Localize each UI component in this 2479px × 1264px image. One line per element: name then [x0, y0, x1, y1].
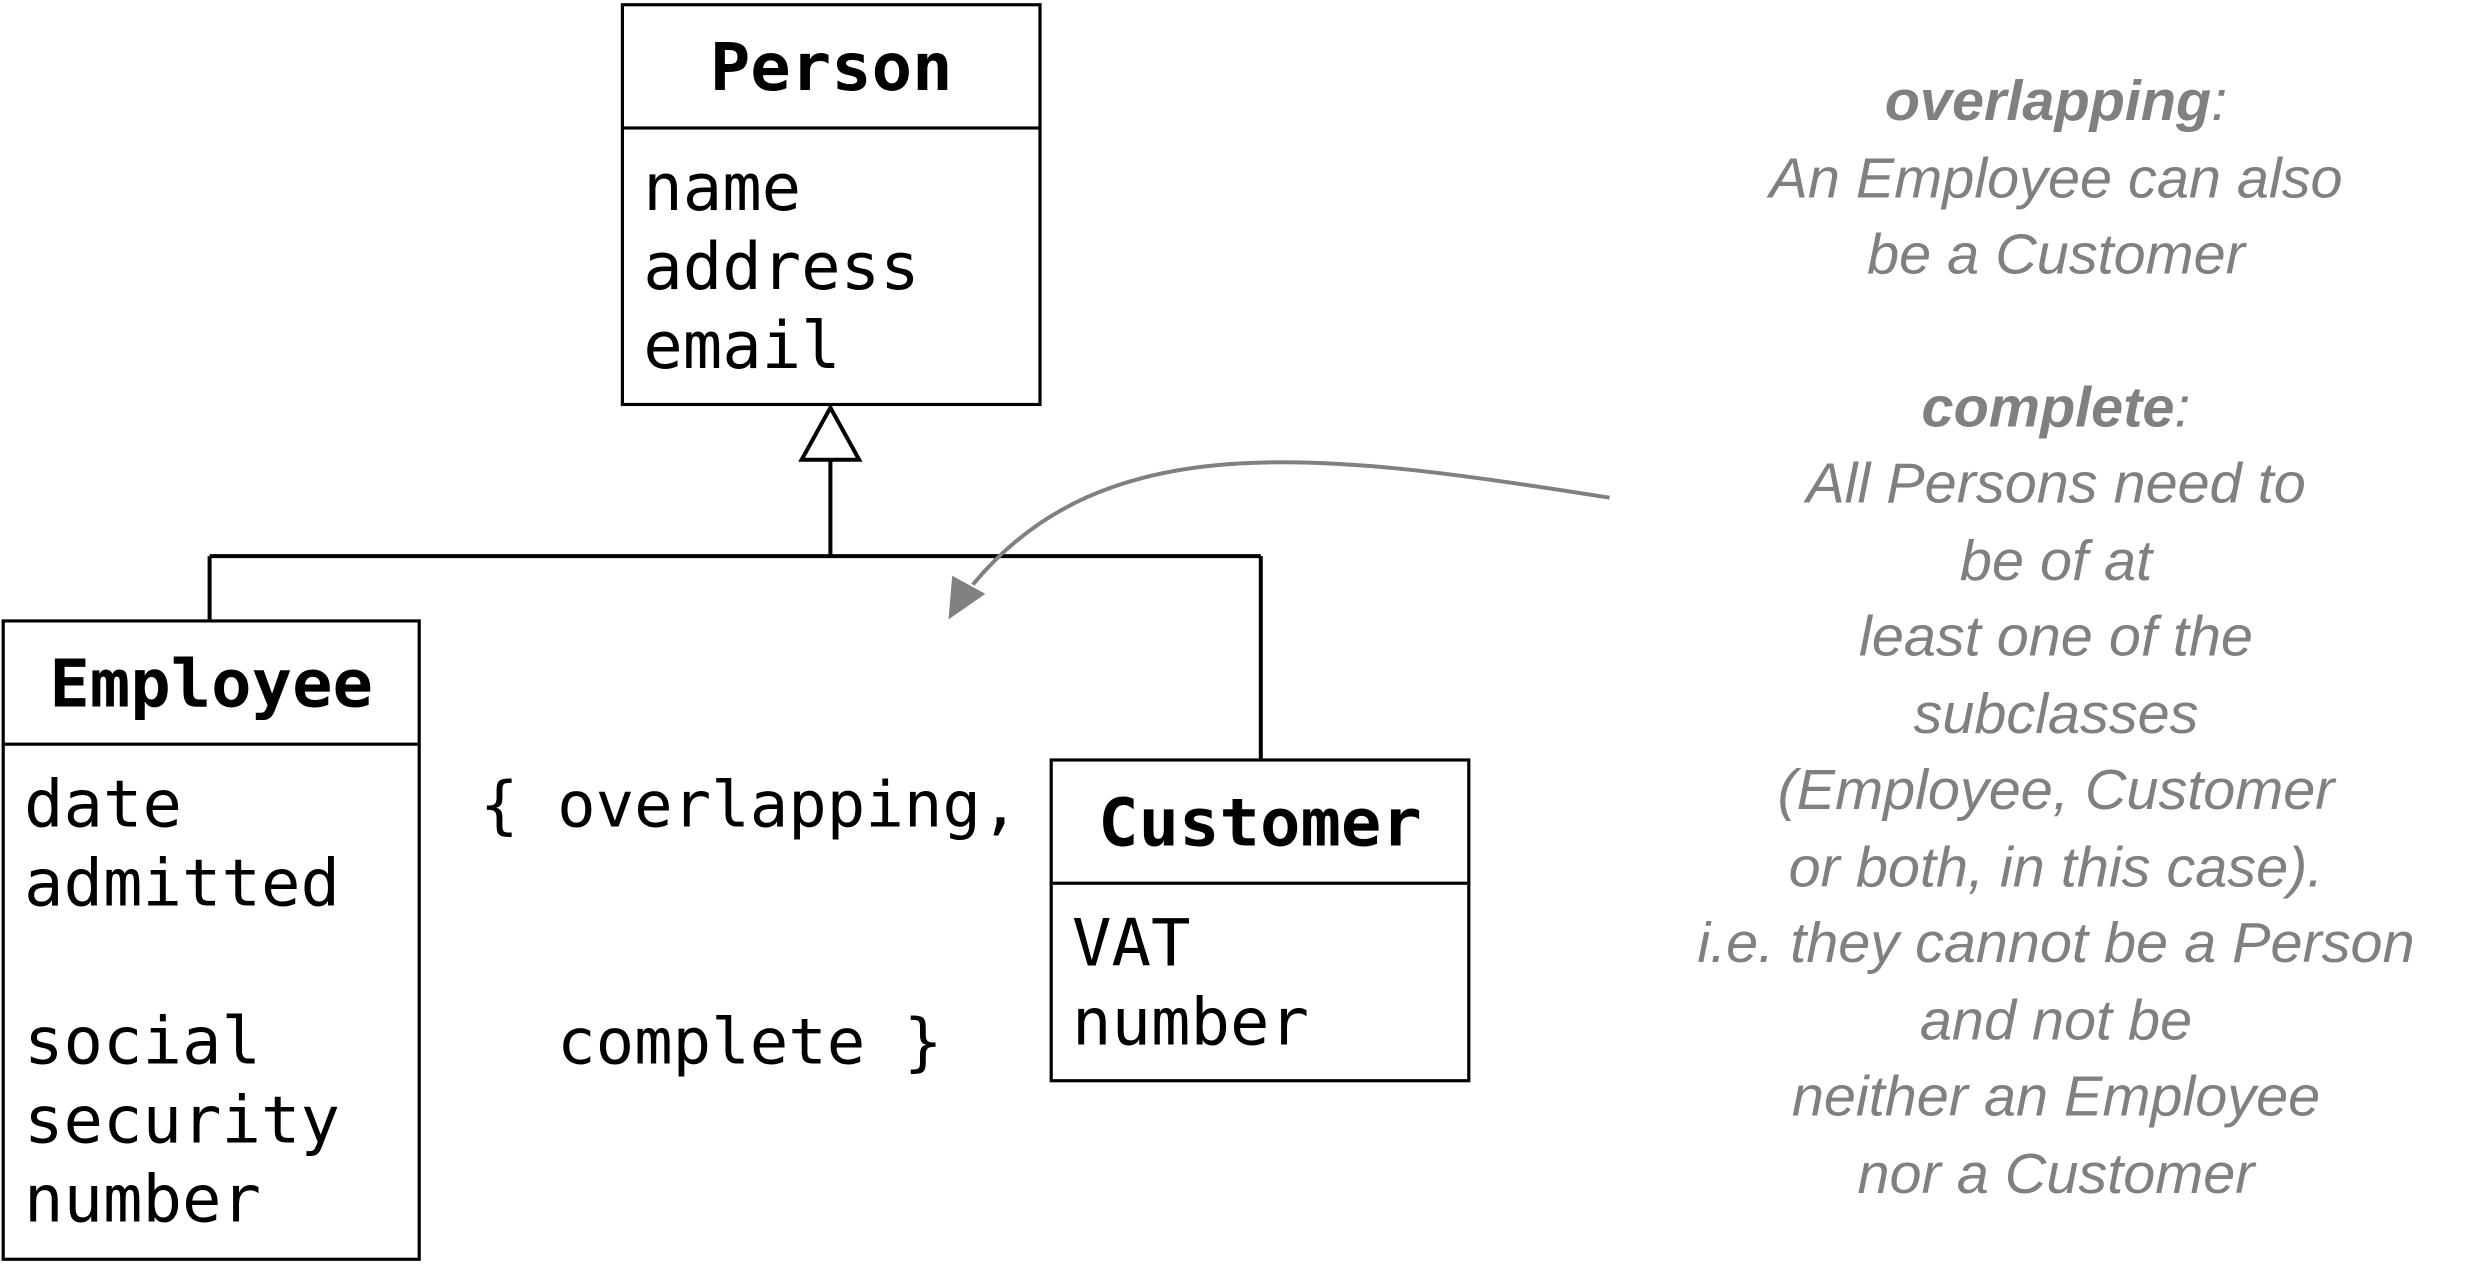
person-attribute: email: [643, 308, 841, 384]
note-line: or both, in this case).: [1788, 833, 2324, 899]
customer-class-name: Customer: [1052, 762, 1468, 885]
note-line: nor a Customer: [1857, 1139, 2255, 1205]
note-spacer: [1632, 293, 2479, 369]
person-attributes: name address email: [624, 130, 1038, 386]
inheritance-triangle: [798, 403, 863, 462]
complete-term: complete: [1921, 373, 2175, 439]
customer-attribute: number: [1072, 984, 1309, 1061]
employee-attribute-spacer: ​: [24, 923, 398, 1002]
customer-attribute: VAT: [1072, 905, 1191, 982]
employee-attribute: admitted: [24, 845, 340, 922]
note-line: i.e. they cannot be a Person: [1697, 910, 2415, 975]
generalization-line: [207, 459, 1263, 760]
person-class-name: Person: [624, 6, 1039, 130]
note-line: All Persons need to: [1806, 450, 2306, 516]
employee-attribute: security: [24, 1082, 340, 1159]
note-line: and not be: [1919, 986, 2193, 1052]
annotation-notes: overlapping: An Employee can also be a C…: [1632, 63, 2479, 1212]
employee-attribute: social: [24, 1003, 261, 1080]
note-line: subclasses: [1913, 680, 2199, 745]
note-line: be a Customer: [1867, 221, 2245, 286]
employee-attributes: date admitted ​ social security number: [5, 746, 418, 1239]
note-line: least one of the: [1859, 603, 2253, 669]
employee-attribute: date: [24, 766, 182, 843]
note-line: neither an Employee: [1791, 1063, 2321, 1129]
customer-class: Customer VAT number: [1049, 758, 1471, 1083]
constraint-line: { overlapping,: [480, 769, 1020, 843]
note-line: be of at: [1959, 526, 2153, 592]
overlapping-term: overlapping: [1884, 67, 2212, 133]
employee-class-name: Employee: [4, 623, 418, 746]
constraint-line: complete }: [480, 1006, 943, 1080]
employee-attribute: number: [24, 1161, 261, 1238]
person-class: Person name address email: [620, 3, 1042, 407]
annotation-arrowhead: [948, 575, 986, 620]
employee-class: Employee date admitted ​ social security…: [1, 619, 421, 1261]
generalization-constraint: { overlapping, complete }: [480, 608, 1019, 1240]
annotation-arrow-line: [971, 460, 1610, 586]
overlapping-heading: overlapping:: [1884, 67, 2228, 133]
note-line: (Employee, Customer: [1777, 756, 2335, 822]
complete-heading: complete:: [1921, 373, 2191, 439]
person-attribute: address: [643, 229, 920, 305]
note-line: An Employee can also: [1769, 144, 2343, 210]
person-attribute: name: [643, 150, 802, 226]
customer-attributes: VAT number: [1053, 885, 1467, 1062]
